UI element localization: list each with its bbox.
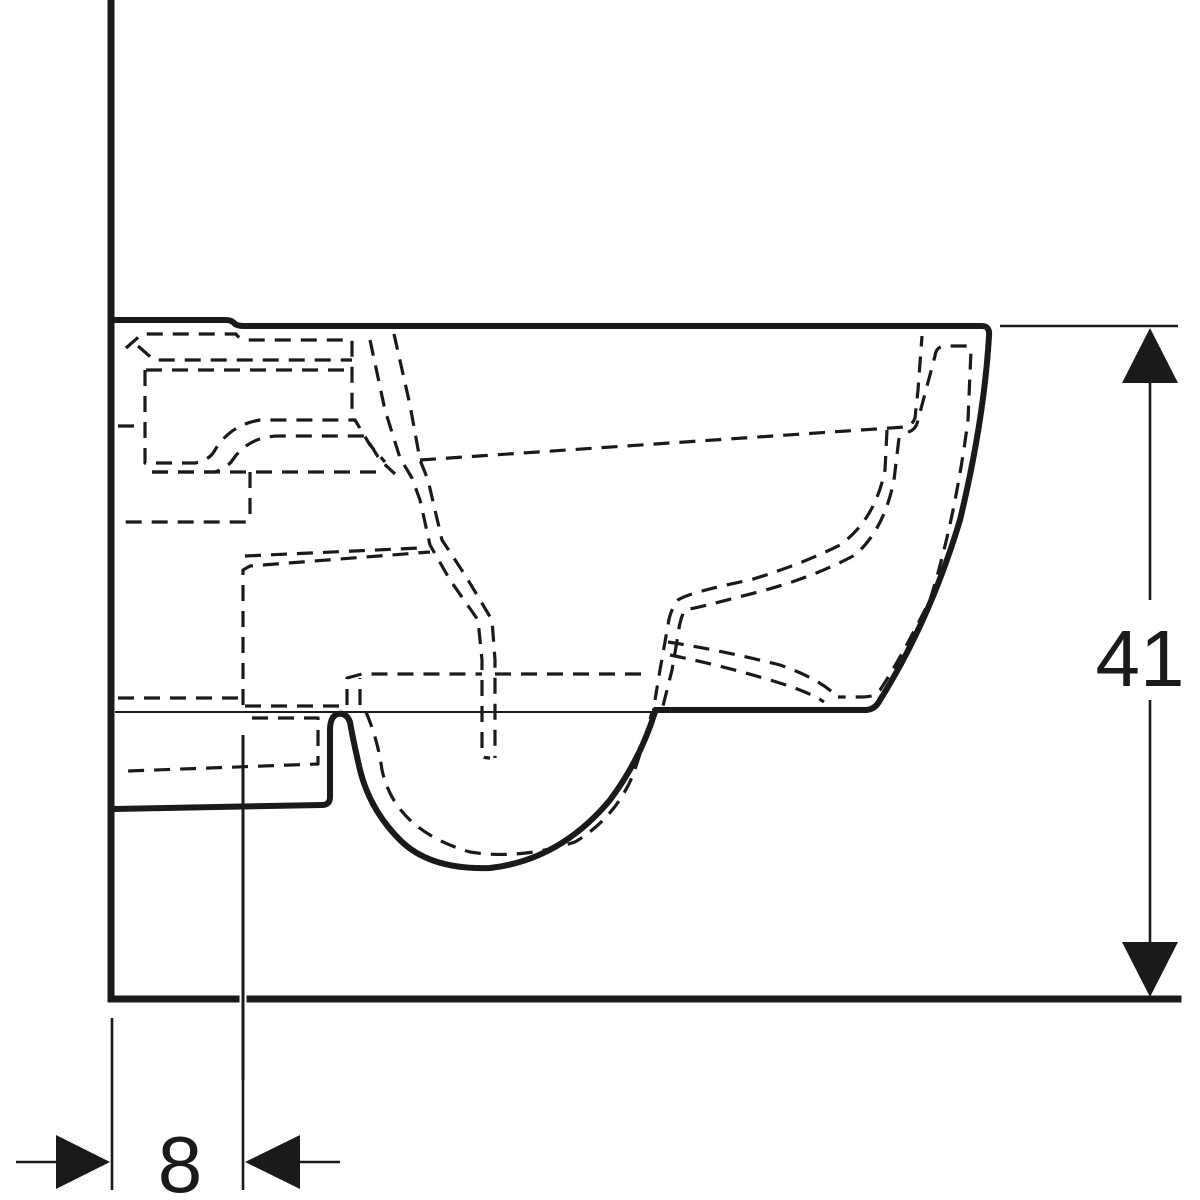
arrow-right-icon — [56, 1135, 110, 1189]
offset-dimension-label: 8 — [158, 1120, 203, 1200]
hidden-bowl-inner-curve — [364, 711, 654, 857]
hidden-lines — [118, 332, 973, 857]
wc-top-edge — [111, 317, 993, 713]
hidden-trap-wall-b — [392, 333, 497, 758]
hidden-mid-pocket — [241, 550, 431, 705]
height-dimension-label: 41 — [1096, 614, 1185, 703]
hidden-rim-channel — [838, 344, 973, 699]
height-dimension: 41 — [1000, 324, 1185, 997]
hidden-mid-pocket-top — [244, 546, 421, 558]
hidden-bowl-floor-b — [669, 653, 825, 704]
wc-outline — [111, 317, 993, 872]
hidden-box-vertical — [143, 370, 387, 465]
hidden-pocket — [120, 472, 252, 524]
hidden-box-inner — [152, 434, 397, 476]
hidden-trap-wall-a — [368, 339, 491, 760]
hidden-water-line — [419, 335, 924, 462]
hidden-bowl-floor-a — [667, 640, 840, 699]
hidden-connector — [345, 672, 650, 705]
hidden-bowl-inner-lower — [660, 437, 901, 711]
offset-dimension: 8 — [16, 1018, 340, 1200]
arrow-down-icon — [1122, 942, 1178, 997]
hidden-mount-pocket — [127, 716, 320, 773]
arrow-up-icon — [1122, 328, 1178, 383]
wc-bowl-curve — [111, 709, 658, 872]
arrow-left-icon — [245, 1135, 300, 1189]
wall-and-floor — [107, 0, 1182, 1003]
hidden-flush-channel-outer — [124, 332, 354, 420]
hidden-bowl-inner-upper — [653, 429, 889, 701]
hidden-flush-channel-inner — [136, 344, 352, 362]
